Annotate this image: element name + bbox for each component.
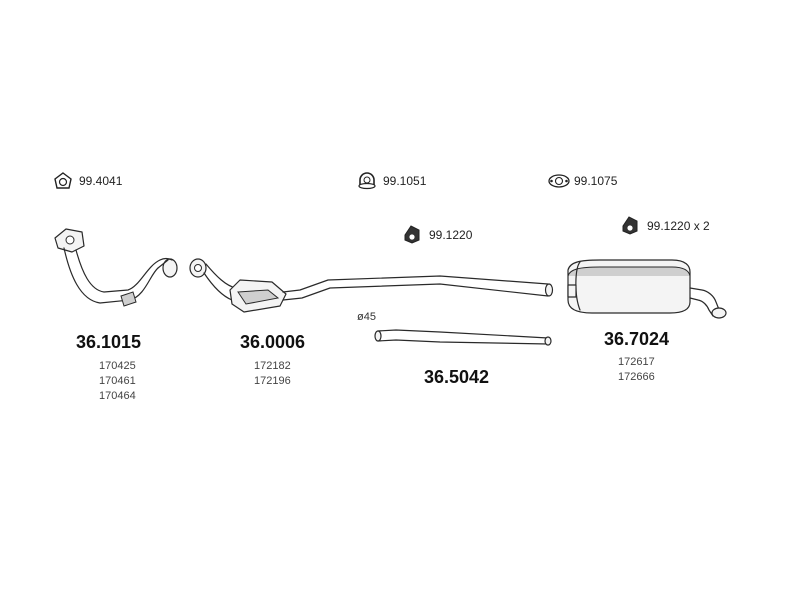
accessory-code-u-bolt-clamp: 99.1051	[383, 174, 427, 188]
oem-number: 172196	[254, 375, 291, 387]
oem-number: 172617	[618, 356, 655, 368]
oem-list-rear-silencer: 172617 172666	[618, 355, 655, 385]
ring-gasket-icon	[54, 172, 72, 189]
rubber-hanger-icon	[404, 225, 420, 244]
part-number-catalytic-converter: 36.0006	[240, 332, 306, 352]
oem-number: 172666	[618, 371, 655, 383]
part-number-rear-silencer: 36.7024	[604, 329, 670, 349]
u-bolt-clamp-icon	[358, 172, 376, 190]
oem-number: 170464	[99, 390, 136, 402]
oem-number: 170461	[99, 375, 136, 387]
oem-list-catalytic-converter: 172182 172196	[254, 359, 291, 389]
oem-number: 172182	[254, 360, 291, 372]
pipe-diameter-label: ø45	[357, 311, 376, 323]
flange-gasket-icon	[548, 174, 570, 188]
part-number-intermediate-pipe: 36.5042	[424, 367, 490, 387]
oem-list-front-pipe: 170425 170461 170464	[99, 359, 136, 404]
part-number-front-pipe: 36.1015	[76, 332, 142, 352]
rubber-hanger-icon	[622, 216, 638, 235]
accessory-code-flange-gasket: 99.1075	[574, 174, 618, 188]
accessory-code-rubber-hanger-2: 99.1220 x 2	[647, 219, 710, 233]
accessory-code-ring-gasket: 99.4041	[79, 174, 123, 188]
oem-number: 170425	[99, 360, 136, 372]
accessory-code-rubber-hanger-1: 99.1220	[429, 228, 473, 242]
